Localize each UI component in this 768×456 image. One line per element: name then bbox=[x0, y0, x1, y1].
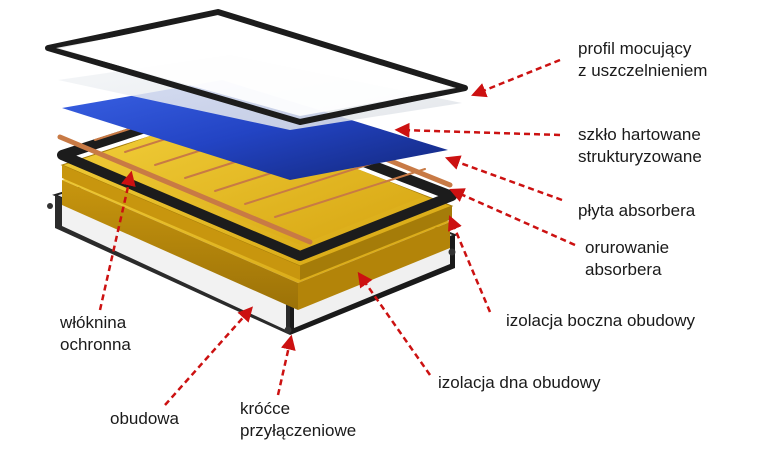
arrow-izolacja-dna bbox=[357, 271, 432, 376]
label-izolacja-boczna: izolacja boczna obudowy bbox=[506, 310, 695, 332]
arrow-izolacja-boczna bbox=[448, 215, 492, 313]
arrow-obudowa bbox=[164, 306, 253, 406]
label-profil-line1: profil mocujący bbox=[578, 39, 692, 58]
mounting-profile bbox=[45, 9, 468, 125]
label-orurowanie-line1: orurowanie bbox=[585, 238, 670, 257]
label-szklo-line1: szkło hartowane bbox=[578, 125, 701, 144]
label-krocce-line2: przyłączeniowe bbox=[240, 421, 357, 440]
label-plyta-line1: płyta absorbera bbox=[578, 201, 696, 220]
label-plyta: płyta absorbera bbox=[578, 200, 695, 222]
label-izolacja-boczna-line1: izolacja boczna obudowy bbox=[506, 311, 696, 330]
absorber-plate bbox=[62, 80, 448, 180]
label-orurowanie-line2: absorbera bbox=[585, 260, 662, 279]
label-obudowa: obudowa bbox=[110, 408, 179, 430]
arrow-krocce bbox=[276, 334, 296, 396]
arrow-plyta bbox=[444, 155, 563, 202]
label-obudowa-line1: obudowa bbox=[110, 409, 180, 428]
label-wloknina-line2: ochronna bbox=[60, 335, 131, 354]
arrow-orurowanie bbox=[449, 188, 576, 247]
label-wloknina-line1: włóknina bbox=[60, 313, 127, 332]
label-szklo-line2: strukturyzowane bbox=[578, 147, 702, 166]
arrow-wloknina bbox=[98, 170, 136, 311]
label-izolacja-dna-line1: izolacja dna obudowy bbox=[438, 373, 601, 392]
label-wloknina: włóknina ochronna bbox=[60, 312, 131, 356]
connection-stubs bbox=[47, 203, 456, 334]
label-profil: profil mocujący z uszczelnieniem bbox=[578, 38, 707, 82]
label-krocce-line1: króćce bbox=[240, 399, 291, 418]
arrow-profil bbox=[471, 58, 561, 98]
label-orurowanie: orurowanie absorbera bbox=[585, 237, 669, 281]
label-izolacja-dna: izolacja dna obudowy bbox=[438, 372, 601, 394]
label-krocce: króćce przyłączeniowe bbox=[240, 398, 356, 442]
leader-arrows bbox=[98, 58, 576, 406]
label-profil-line2: z uszczelnieniem bbox=[578, 61, 708, 80]
arrow-szklo bbox=[394, 122, 561, 138]
label-szklo: szkło hartowane strukturyzowane bbox=[578, 124, 702, 168]
